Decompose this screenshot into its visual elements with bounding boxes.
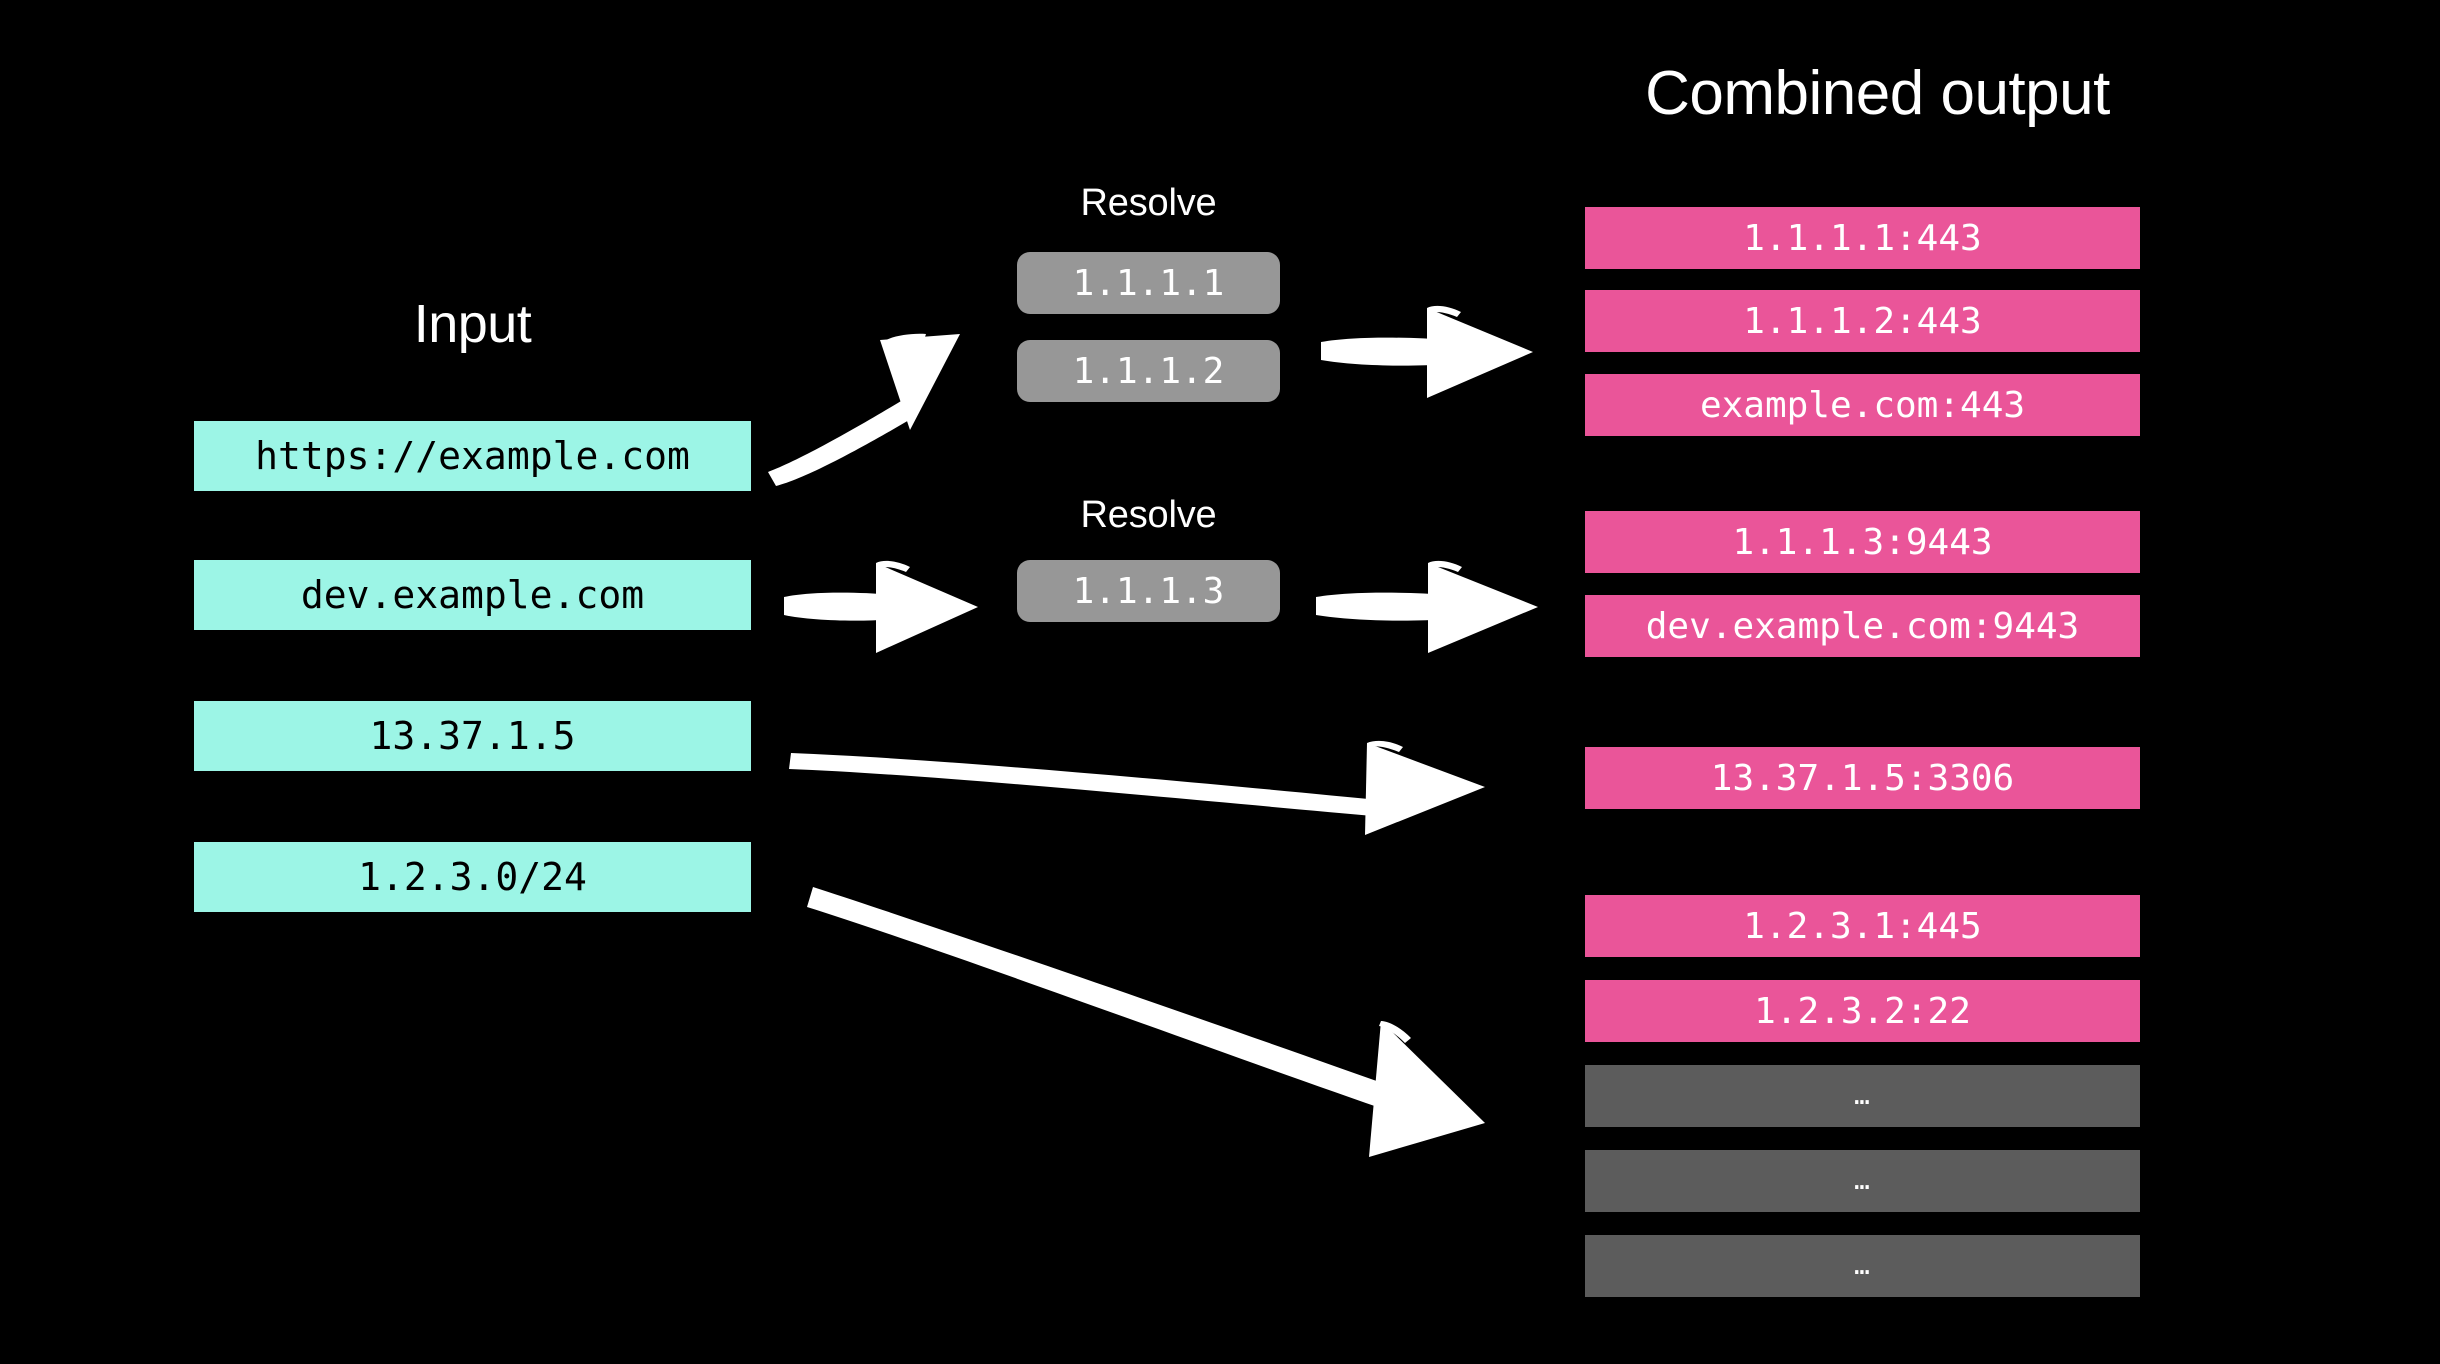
- input-item-cidr[interactable]: 1.2.3.0/24: [194, 842, 751, 912]
- resolve-title-2: Resolve: [1080, 494, 1217, 536]
- input-item-url[interactable]: https://example.com: [194, 421, 751, 491]
- arrow-resolve-to-output-2: [1310, 555, 1552, 661]
- output-item-1-2-3-1-445[interactable]: 1.2.3.1:445: [1585, 895, 2140, 957]
- arrow-cidr-to-output: [805, 875, 1545, 1165]
- output-item-example-com-443[interactable]: example.com:443: [1585, 374, 2140, 436]
- output-item-1-1-1-3-9443[interactable]: 1.1.1.3:9443: [1585, 511, 2140, 573]
- resolve-item-1-1-1-1[interactable]: 1.1.1.1: [1017, 252, 1280, 314]
- input-title: Input: [413, 294, 532, 354]
- output-item-1-1-1-2-443[interactable]: 1.1.1.2:443: [1585, 290, 2140, 352]
- resolve-item-1-1-1-2[interactable]: 1.1.1.2: [1017, 340, 1280, 402]
- resolve-title-1: Resolve: [1080, 182, 1217, 224]
- output-item-1-1-1-1-443[interactable]: 1.1.1.1:443: [1585, 207, 2140, 269]
- resolve-item-1-1-1-3[interactable]: 1.1.1.3: [1017, 560, 1280, 622]
- output-item-1-2-3-2-22[interactable]: 1.2.3.2:22: [1585, 980, 2140, 1042]
- input-item-ip[interactable]: 13.37.1.5: [194, 701, 751, 771]
- output-item-dev-example-com-9443[interactable]: dev.example.com:9443: [1585, 595, 2140, 657]
- arrow-ip-to-output: [785, 725, 1520, 845]
- arrow-url-to-resolve: [760, 320, 1000, 490]
- arrow-resolve-to-output-1: [1315, 300, 1545, 406]
- output-item-ellipsis-3: …: [1585, 1235, 2140, 1297]
- output-item-13-37-1-5-3306[interactable]: 13.37.1.5:3306: [1585, 747, 2140, 809]
- output-item-ellipsis-2: …: [1585, 1150, 2140, 1212]
- combined-output-title: Combined output: [1645, 59, 2110, 128]
- arrow-domain-to-resolve: [778, 555, 988, 661]
- output-item-ellipsis-1: …: [1585, 1065, 2140, 1127]
- input-item-domain[interactable]: dev.example.com: [194, 560, 751, 630]
